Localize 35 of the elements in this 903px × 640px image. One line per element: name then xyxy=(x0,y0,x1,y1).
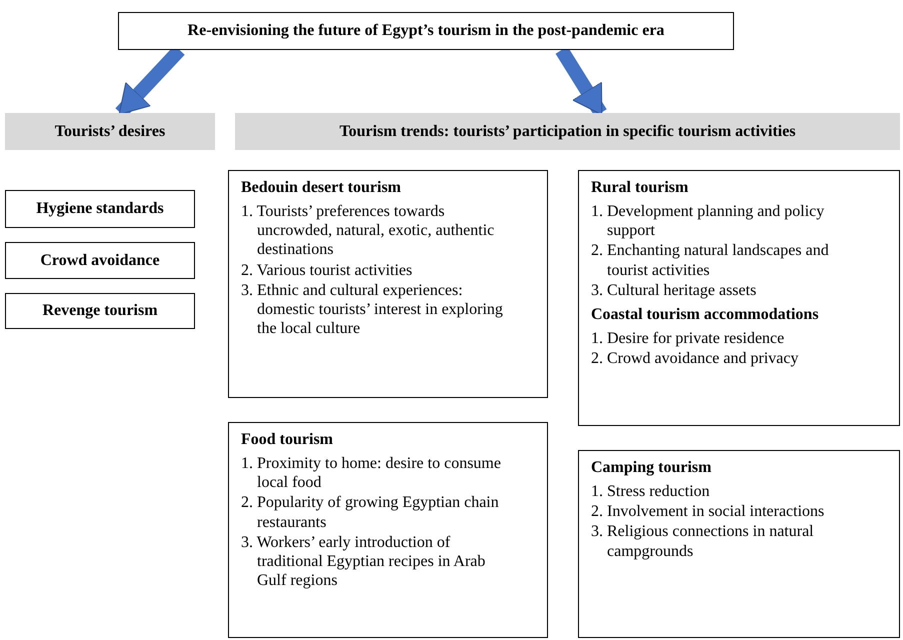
desire-box xyxy=(5,293,195,329)
header-band xyxy=(5,113,215,150)
list-item: 2. Enchanting natural landscapes and tourist activities xyxy=(591,241,830,280)
list-item: 3. Ethnic and cultural experiences: domestic tourists’ interest in exploring the local culture xyxy=(241,280,504,338)
heading: Rural tourism xyxy=(591,179,690,197)
heading: Crowd avoidance xyxy=(40,252,160,270)
section-heading: Tourists’ desires xyxy=(54,122,166,140)
trend-card xyxy=(578,450,900,638)
heading: Food tourism xyxy=(241,431,334,449)
desire-box xyxy=(5,190,195,228)
trend-card xyxy=(578,170,900,426)
heading: Camping tourism xyxy=(591,459,712,477)
heading: Bedouin desert tourism xyxy=(241,179,402,197)
list-item: 3. Workers’ early introduction of traditional Egyptian recipes in Arab Gulf regions xyxy=(241,532,486,590)
list-item: 2. Various tourist activities xyxy=(241,260,414,280)
list-item: 2. Involvement in social interactions xyxy=(591,502,826,522)
list-item: 1. Tourists’ preferences towards uncrowded, natural, exotic, authentic destinations xyxy=(241,202,496,260)
list-item: 3. Cultural heritage assets xyxy=(591,280,758,300)
header-band xyxy=(235,113,900,150)
heading: Revenge tourism xyxy=(42,302,158,320)
heading: Coastal tourism accommodations xyxy=(591,306,820,324)
list-item: 2. Popularity of growing Egyptian chain restaurants xyxy=(241,493,500,532)
heading: Hygiene standards xyxy=(36,200,164,218)
trend-card xyxy=(228,170,548,398)
list-item: 1. Development planning and policy support xyxy=(591,202,826,240)
list-item: 1. Proximity to home: desire to consume local food xyxy=(241,454,502,492)
title-box xyxy=(118,12,734,50)
desire-box xyxy=(5,242,195,279)
section-heading: Tourism trends: tourists’ participation in specific tourism activities xyxy=(339,122,796,140)
list-item: 1. Stress reduction xyxy=(591,482,711,502)
trend-card xyxy=(228,422,548,638)
list-item: 1. Desire for private residence xyxy=(591,328,786,348)
list-item: 2. Crowd avoidance and privacy xyxy=(591,349,800,368)
heading: Re-envisioning the future of Egypt’s tourism in the post-pandemic era xyxy=(188,22,664,40)
list-item: 3. Religious connections in natural campgrounds xyxy=(591,522,815,561)
